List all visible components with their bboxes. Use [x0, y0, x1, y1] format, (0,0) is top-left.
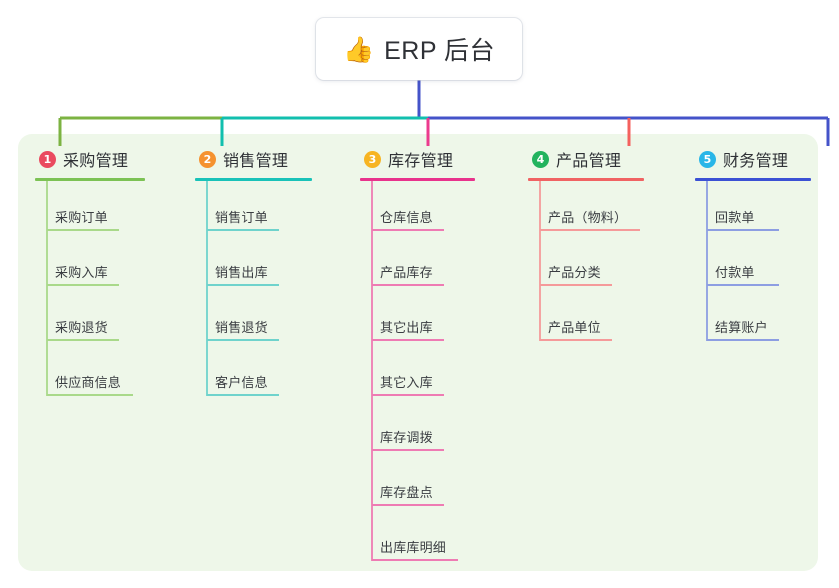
list-item-underline — [47, 339, 119, 341]
list-item[interactable]: 客户信息 — [195, 346, 312, 401]
list-item[interactable]: 结算账户 — [695, 291, 811, 346]
list-item-label: 销售退货 — [215, 320, 268, 335]
category-header-1[interactable]: 1 采购管理 — [35, 146, 145, 172]
category-column-5: 5 财务管理回款单付款单结算账户 — [695, 146, 811, 346]
list-item-label: 出库库明细 — [380, 540, 447, 555]
list-item[interactable]: 供应商信息 — [35, 346, 145, 401]
list-item-underline — [372, 339, 444, 341]
category-column-3: 3 库存管理仓库信息产品库存其它出库其它入库库存调拨库存盘点出库库明细 — [360, 146, 475, 566]
list-item-label: 销售订单 — [215, 210, 268, 225]
list-item[interactable]: 采购订单 — [35, 181, 145, 236]
list-item[interactable]: 采购入库 — [35, 236, 145, 291]
list-item-label: 产品（物料） — [548, 210, 628, 225]
list-item-underline — [207, 284, 279, 286]
root-node[interactable]: 👍 ERP 后台 — [316, 18, 522, 80]
category-title: 库存管理 — [388, 153, 454, 170]
category-item-list: 产品（物料） 产品分类产品单位 — [528, 181, 644, 346]
list-item[interactable]: 其它入库 — [360, 346, 475, 401]
list-item-label: 仓库信息 — [380, 210, 433, 225]
list-item-underline — [47, 229, 119, 231]
thumbs-up-icon: 👍 — [342, 35, 375, 64]
category-number-badge: 1 — [39, 150, 56, 168]
category-column-1: 1 采购管理采购订单采购入库采购退货供应商信息 — [35, 146, 145, 401]
list-item[interactable]: 产品库存 — [360, 236, 475, 291]
list-item[interactable]: 回款单 — [695, 181, 811, 236]
list-item-label: 结算账户 — [715, 320, 768, 335]
list-item[interactable]: 其它出库 — [360, 291, 475, 346]
list-item[interactable]: 库存盘点 — [360, 456, 475, 511]
list-item[interactable]: 采购退货 — [35, 291, 145, 346]
list-item-underline — [372, 229, 444, 231]
category-number-badge: 2 — [199, 150, 216, 168]
category-header-5[interactable]: 5 财务管理 — [695, 146, 811, 172]
list-item-underline — [372, 559, 458, 561]
list-item[interactable]: 产品分类 — [528, 236, 644, 291]
list-item-underline — [540, 339, 612, 341]
category-number-badge: 4 — [532, 150, 549, 168]
list-item-underline — [707, 339, 779, 341]
category-item-list: 销售订单销售出库销售退货客户信息 — [195, 181, 312, 401]
list-item[interactable]: 产品（物料） — [528, 181, 644, 236]
root-title: ERP 后台 — [384, 37, 496, 65]
list-item[interactable]: 付款单 — [695, 236, 811, 291]
list-item-underline — [372, 394, 444, 396]
list-item-underline — [707, 284, 779, 286]
category-header-3[interactable]: 3 库存管理 — [360, 146, 475, 172]
list-item-label: 销售出库 — [215, 265, 268, 280]
category-title: 采购管理 — [63, 153, 129, 170]
list-item[interactable]: 销售退货 — [195, 291, 312, 346]
list-item-underline — [707, 229, 779, 231]
list-item-underline — [540, 284, 612, 286]
list-item-underline — [207, 394, 279, 396]
list-item[interactable]: 销售订单 — [195, 181, 312, 236]
list-item-underline — [47, 394, 133, 396]
list-item-label: 产品库存 — [380, 265, 433, 280]
category-title: 销售管理 — [223, 153, 289, 170]
list-item-label: 其它入库 — [380, 375, 433, 390]
list-item-label: 客户信息 — [215, 375, 268, 390]
category-header-2[interactable]: 2 销售管理 — [195, 146, 312, 172]
list-item-label: 库存调拨 — [380, 430, 433, 445]
list-item-underline — [540, 229, 640, 231]
category-underline — [35, 178, 145, 181]
category-number-badge: 3 — [364, 150, 381, 168]
category-item-list: 回款单付款单结算账户 — [695, 181, 811, 346]
list-item-underline — [372, 504, 444, 506]
category-item-list: 采购订单采购入库采购退货供应商信息 — [35, 181, 145, 401]
list-item[interactable]: 产品单位 — [528, 291, 644, 346]
list-item-underline — [372, 449, 444, 451]
list-item[interactable]: 仓库信息 — [360, 181, 475, 236]
list-item-underline — [207, 339, 279, 341]
list-item[interactable]: 库存调拨 — [360, 401, 475, 456]
category-column-2: 2 销售管理销售订单销售出库销售退货客户信息 — [195, 146, 312, 401]
list-item-label: 产品分类 — [548, 265, 601, 280]
list-item-label: 采购退货 — [55, 320, 108, 335]
category-column-4: 4 产品管理产品（物料） 产品分类产品单位 — [528, 146, 644, 346]
category-underline — [695, 178, 811, 181]
list-item-underline — [207, 229, 279, 231]
list-item-label: 回款单 — [715, 210, 755, 225]
category-header-4[interactable]: 4 产品管理 — [528, 146, 644, 172]
list-item-label: 采购入库 — [55, 265, 108, 280]
list-item-label: 产品单位 — [548, 320, 601, 335]
list-item[interactable]: 出库库明细 — [360, 511, 475, 566]
diagram-panel — [18, 134, 818, 571]
category-item-list: 仓库信息产品库存其它出库其它入库库存调拨库存盘点出库库明细 — [360, 181, 475, 566]
list-item-label: 供应商信息 — [55, 375, 122, 390]
list-item-label: 采购订单 — [55, 210, 108, 225]
category-underline — [360, 178, 475, 181]
category-title: 产品管理 — [556, 153, 622, 170]
list-item-label: 付款单 — [715, 265, 755, 280]
list-item-label: 其它出库 — [380, 320, 433, 335]
category-title: 财务管理 — [723, 153, 789, 170]
list-item-underline — [372, 284, 444, 286]
category-underline — [195, 178, 312, 181]
category-number-badge: 5 — [699, 150, 716, 168]
list-item-label: 库存盘点 — [380, 485, 433, 500]
list-item[interactable]: 销售出库 — [195, 236, 312, 291]
category-underline — [528, 178, 644, 181]
list-item-underline — [47, 284, 119, 286]
